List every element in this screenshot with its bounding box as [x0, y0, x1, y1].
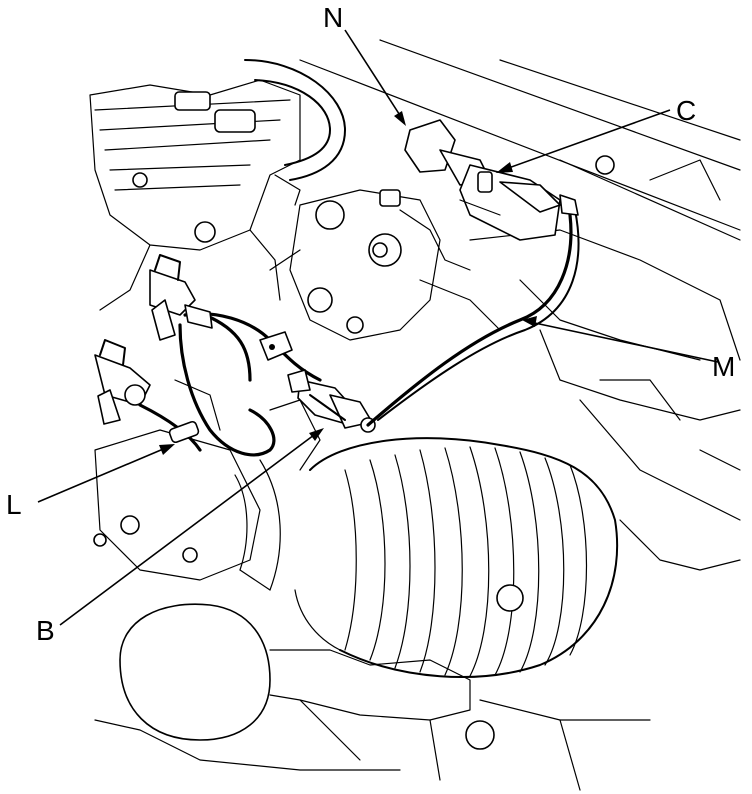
- harness-bracket: [259, 331, 293, 361]
- fuel-injector-lower: [94, 339, 151, 425]
- callout-n: N: [323, 2, 343, 33]
- throttle-body: [269, 189, 501, 341]
- callout-b: B: [36, 615, 55, 646]
- engine-mount: [94, 603, 651, 791]
- coolant-hose: [244, 59, 346, 206]
- leader-l: [37, 444, 175, 503]
- leader-c: [496, 109, 671, 173]
- leader-b: [59, 428, 324, 626]
- lower-left-components: [93, 379, 321, 591]
- harness-l: [138, 304, 322, 457]
- callout-c: C: [676, 95, 696, 126]
- fuel-injector-upper: [149, 254, 196, 341]
- callout-m: M: [712, 351, 735, 382]
- leader-m: [522, 316, 719, 363]
- callout-l: L: [6, 489, 22, 520]
- leader-n: [344, 29, 406, 126]
- harness-m: [366, 209, 580, 427]
- intake-manifold-outline: [89, 79, 301, 311]
- cowl-lines: [299, 39, 741, 241]
- intake-duct: [294, 437, 619, 678]
- connector-b: [287, 369, 376, 433]
- sensor-connector-c: [404, 119, 579, 241]
